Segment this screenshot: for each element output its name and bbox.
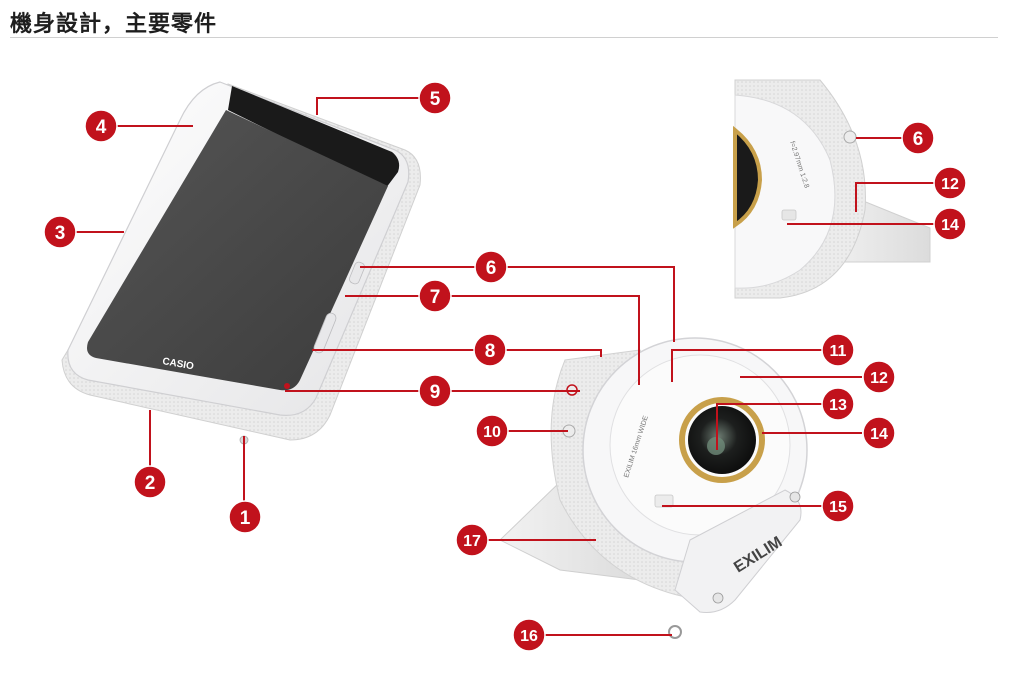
inset-detail: f=2.97mm 1:2.8	[733, 79, 931, 299]
svg-text:3: 3	[55, 223, 66, 244]
svg-text:14: 14	[941, 217, 959, 234]
monitor-logo: CASIO	[161, 356, 194, 372]
leader-8-b	[505, 349, 602, 357]
callout-7: 7	[418, 279, 452, 313]
callout-12a: 12	[862, 360, 896, 394]
svg-text:4: 4	[96, 117, 107, 138]
callout-14a: 14	[862, 416, 896, 450]
leader-11	[671, 349, 822, 382]
callout-9: 9	[418, 374, 452, 408]
callout-11: 11	[821, 333, 855, 367]
svg-text:12: 12	[941, 176, 959, 193]
svg-text:16: 16	[520, 628, 538, 645]
title-divider	[10, 37, 998, 38]
svg-text:10: 10	[483, 424, 501, 441]
leader-12b	[855, 182, 934, 212]
callout-6b: 6	[901, 121, 935, 155]
callout-16: 16	[512, 618, 546, 652]
svg-text:6: 6	[913, 129, 924, 150]
callout-13: 13	[821, 387, 855, 421]
leader-8-to-7	[450, 295, 640, 385]
callout-15: 15	[821, 489, 855, 523]
leader-13	[716, 403, 822, 450]
svg-text:15: 15	[829, 499, 847, 516]
svg-text:2: 2	[145, 473, 156, 494]
leader-lines	[75, 97, 934, 636]
callout-3: 3	[43, 215, 77, 249]
callout-14b: 14	[933, 207, 967, 241]
svg-text:17: 17	[463, 533, 481, 550]
svg-text:11: 11	[830, 343, 847, 360]
callout-8: 8	[473, 333, 507, 367]
callout-6a: 6	[474, 250, 508, 284]
svg-text:5: 5	[430, 89, 441, 110]
svg-text:9: 9	[430, 382, 441, 403]
callout-12b: 12	[933, 166, 967, 200]
svg-text:12: 12	[870, 370, 888, 387]
svg-text:1: 1	[240, 508, 251, 529]
leader-6a-b	[506, 266, 675, 342]
callout-5: 5	[418, 81, 452, 115]
callout-10: 10	[475, 414, 509, 448]
callout-4: 4	[84, 109, 118, 143]
camera-unit: EXILIM EXILIM 16mm WIDE	[499, 337, 808, 639]
svg-text:6: 6	[486, 258, 497, 279]
callout-1: 1	[228, 500, 262, 534]
monitor-unit: CASIO	[61, 81, 421, 445]
svg-text:8: 8	[485, 341, 496, 362]
page-title: 機身設計，主要零件	[10, 12, 218, 37]
leader-5	[316, 97, 419, 115]
callout-2: 2	[133, 465, 167, 499]
callout-17: 17	[455, 523, 489, 557]
svg-text:7: 7	[430, 287, 441, 308]
svg-text:13: 13	[829, 397, 847, 414]
svg-text:14: 14	[870, 426, 888, 443]
